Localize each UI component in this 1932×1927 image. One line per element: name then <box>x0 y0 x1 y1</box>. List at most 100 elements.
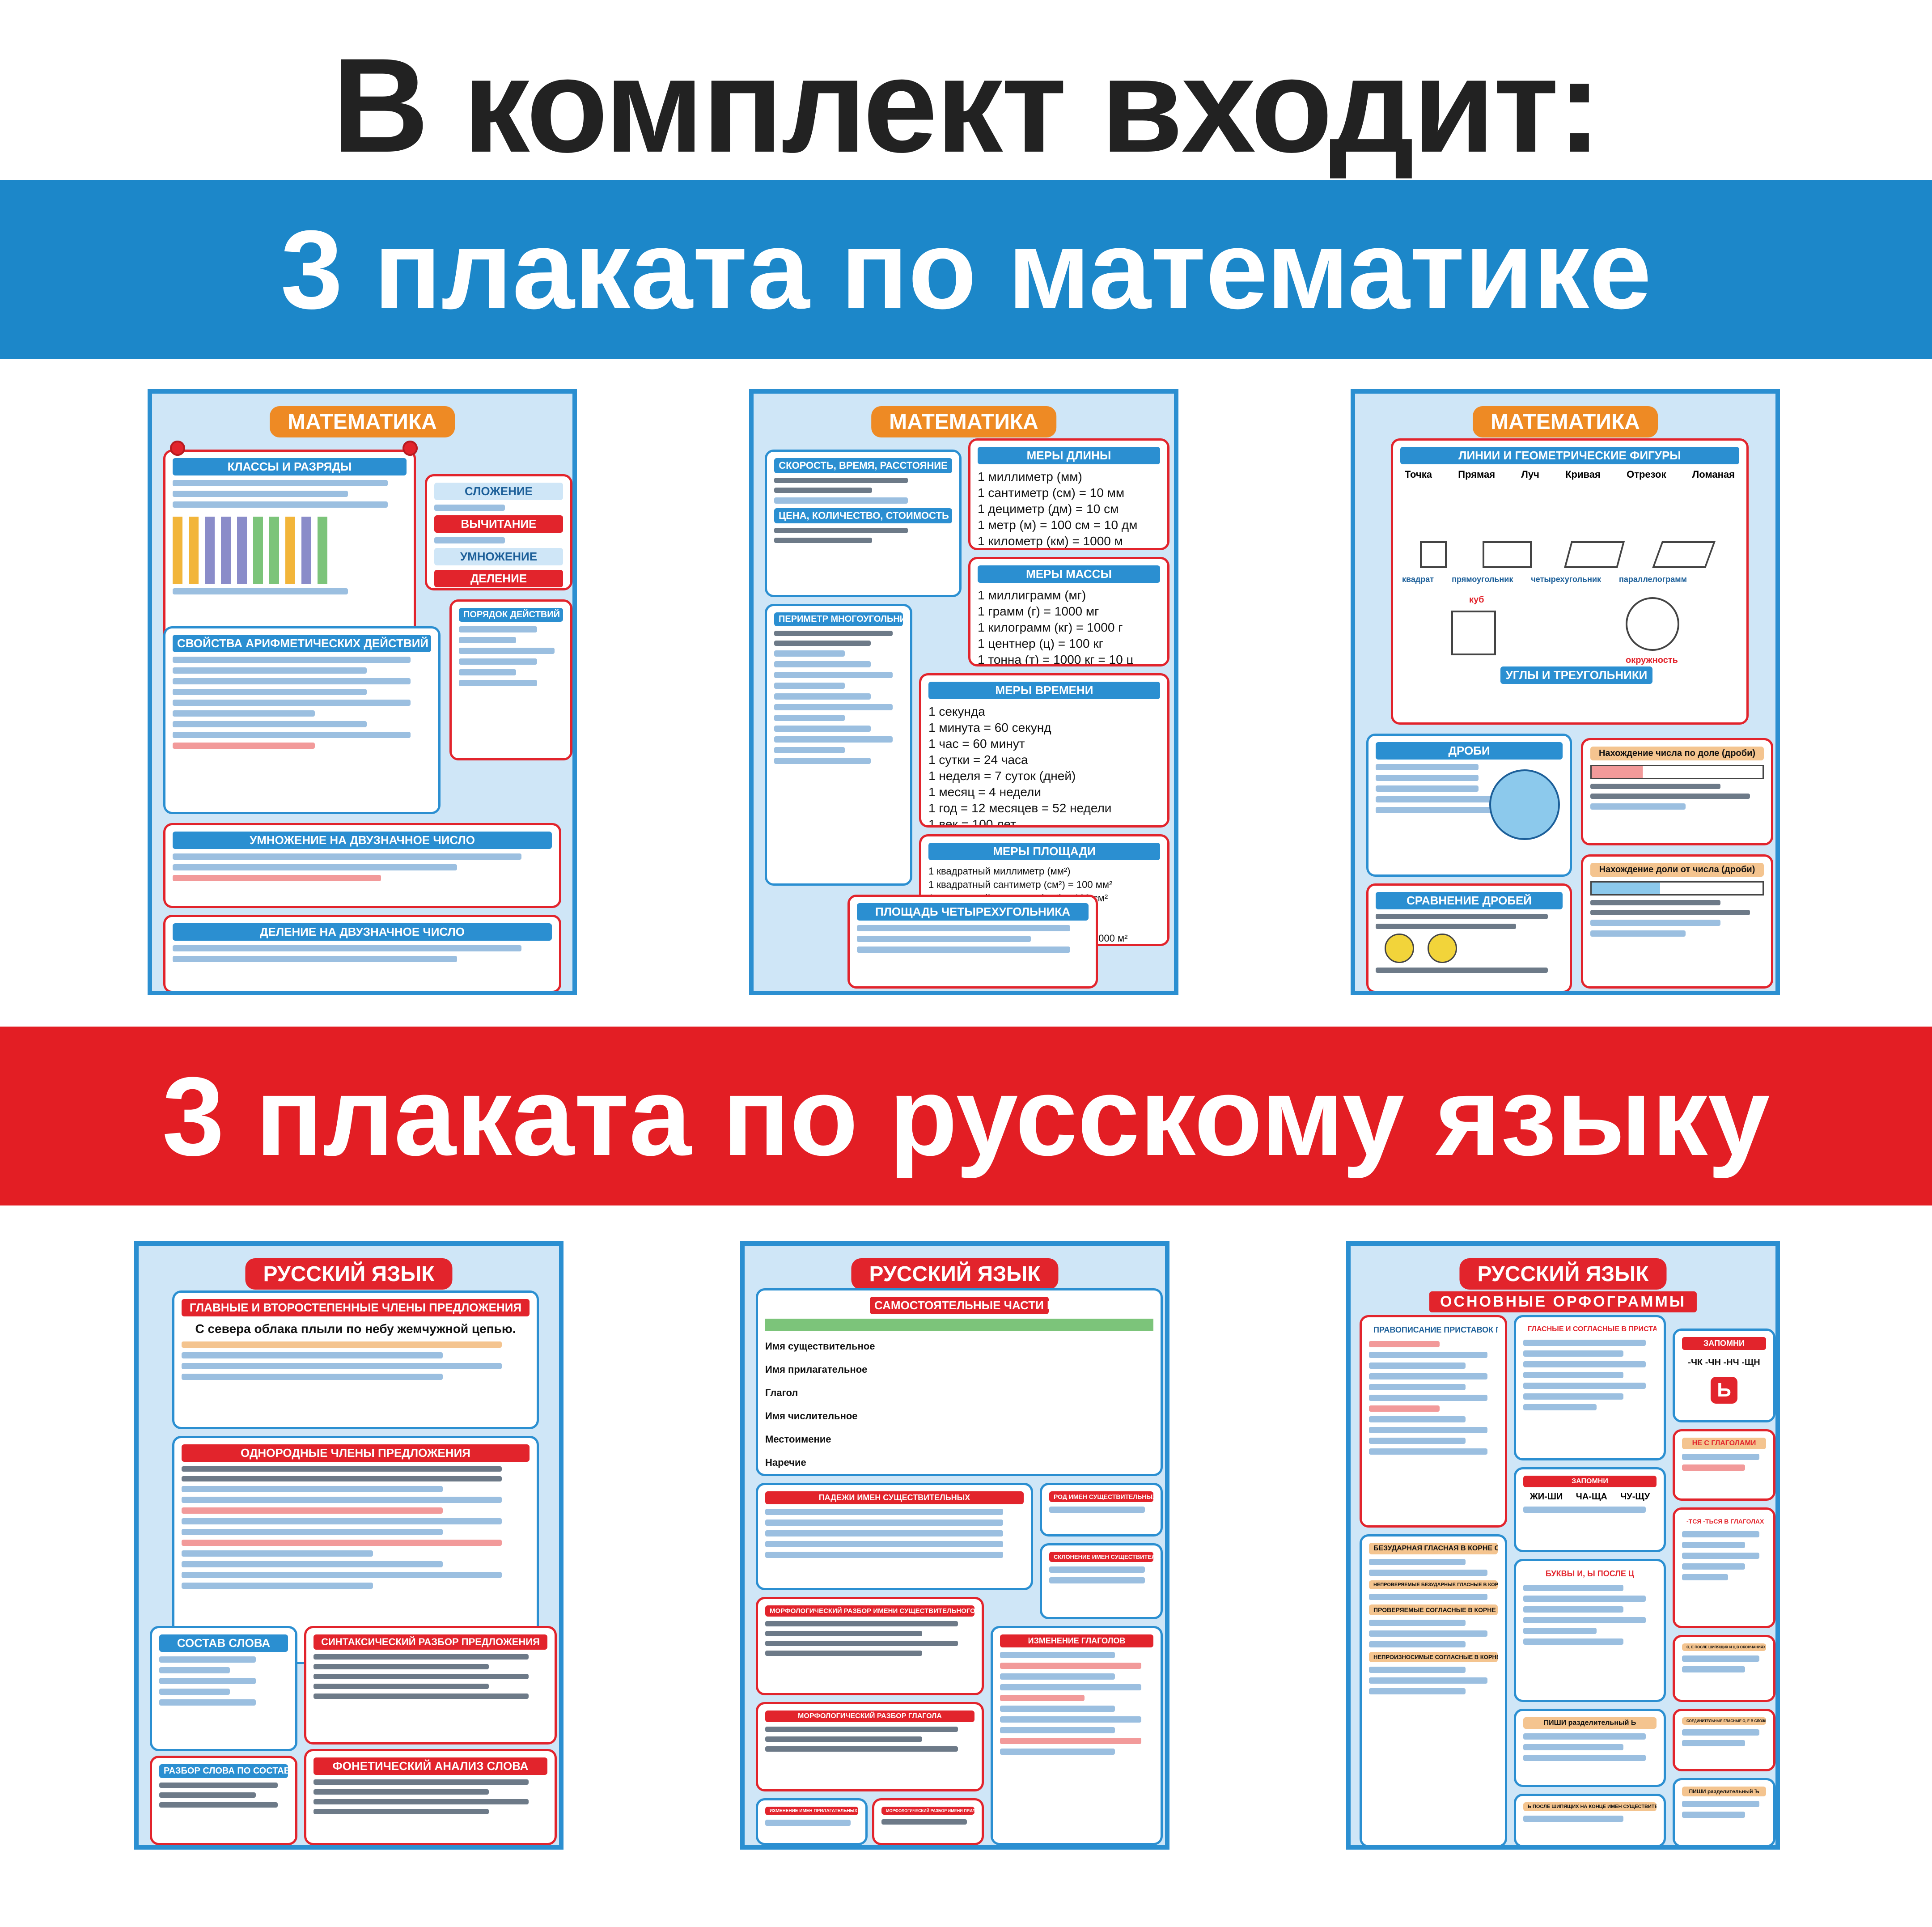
card-heading: ЗАПОМНИ <box>1682 1337 1766 1350</box>
card-order: ПОРЯДОК ДЕЙСТВИЙ <box>449 599 572 760</box>
part-of-speech: Имя числительное <box>765 1410 858 1422</box>
card-memo: ЗАПОМНИ -ЧК -ЧН -НЧ -ЩН Ь <box>1673 1329 1775 1422</box>
card-heading: СРАВНЕНИЕ ДРОБЕЙ <box>1376 892 1563 909</box>
card-find-number: Нахождение числа по доле (дроби) <box>1581 738 1773 845</box>
card-i-y-after-ts: БУКВЫ И, Ы ПОСЛЕ Ц <box>1514 1559 1666 1702</box>
shape-label: куб <box>1469 595 1484 605</box>
card-perimeter: ПЕРИМЕТР МНОГОУГОЛЬНИКА <box>765 604 912 886</box>
poster-title: РУССКИЙ ЯЗЫК <box>1459 1258 1667 1290</box>
card-heading: ПАДЕЖИ ИМЕН СУЩЕСТВИТЕЛЬНЫХ <box>765 1491 1024 1504</box>
card-word-parse: РАЗБОР СЛОВА ПО СОСТАВУ <box>150 1756 297 1845</box>
figure-label: Точка <box>1405 469 1432 480</box>
figure-label: Луч <box>1521 469 1539 480</box>
part-of-speech: Глагол <box>765 1387 798 1398</box>
card-fractions: ДРОБИ <box>1366 734 1572 877</box>
card-properties: СВОЙСТВА АРИФМЕТИЧЕСКИХ ДЕЙСТВИЙ <box>163 626 441 814</box>
memo-syllable: ЧУ-ЩУ <box>1620 1492 1650 1502</box>
card-prefix-letters: ГЛАСНЫЕ И СОГЛАСНЫЕ В ПРИСТАВКАХ <box>1514 1315 1666 1460</box>
card-heading: НЕПРОВЕРЯЕМЫЕ БЕЗУДАРНЫЕ ГЛАСНЫЕ В КОРНЕ… <box>1369 1580 1498 1589</box>
card-heading: СОЕДИНИТЕЛЬНЫЕ ГЛАСНЫЕ О, Е В СЛОЖНЫХ СЛ… <box>1682 1717 1766 1725</box>
card-heading: ДЕЛЕНИЕ <box>434 570 563 587</box>
card-soft-sign: ПИШИ разделительный Ь <box>1514 1709 1666 1787</box>
card-heading: БУКВЫ И, Ы ПОСЛЕ Ц <box>1523 1567 1657 1580</box>
card-heading: -ТСЯ -ТЬСЯ В ГЛАГОЛАХ <box>1682 1516 1766 1527</box>
card-heading: ИЗМЕНЕНИЕ ИМЕН ПРИЛАГАТЕЛЬНЫХ <box>765 1807 858 1815</box>
time-line: 1 минута = 60 секунд <box>928 721 1051 734</box>
card-heading: РОД ИМЕН СУЩЕСТВИТЕЛЬНЫХ <box>1049 1491 1153 1502</box>
card-find-part: Нахождение доли от числа (дроби) <box>1581 854 1773 989</box>
poster-title: РУССКИЙ ЯЗЫК <box>245 1258 453 1290</box>
card-heading: СКОРОСТЬ, ВРЕМЯ, РАССТОЯНИЕ <box>774 458 952 473</box>
card-heading: СВОЙСТВА АРИФМЕТИЧЕСКИХ ДЕЙСТВИЙ <box>173 635 431 652</box>
card-heading: СЛОЖЕНИЕ <box>434 483 563 500</box>
card-heading: Ь ПОСЛЕ ШИПЯЩИХ НА КОНЦЕ ИМЕН СУЩЕСТВИТЕ… <box>1523 1802 1657 1811</box>
card-verb-change: ИЗМЕНЕНИЕ ГЛАГОЛОВ <box>991 1626 1163 1845</box>
card-heading: ПРАВОПИСАНИЕ ПРИСТАВОК ПРЕ- ПРИ- <box>1369 1324 1498 1337</box>
card-length: МЕРЫ ДЛИНЫ 1 миллиметр (мм) 1 сантиметр … <box>968 438 1169 550</box>
card-heading: ЦЕНА, КОЛИЧЕСТВО, СТОИМОСТЬ <box>774 508 952 523</box>
card-divide: ДЕЛЕНИЕ НА ДВУЗНАЧНОЕ ЧИСЛО <box>163 915 561 991</box>
card-parts-of-speech: САМОСТОЯТЕЛЬНЫЕ ЧАСТИ РЕЧИ Имя существит… <box>756 1288 1163 1476</box>
poster-title: МАТЕМАТИКА <box>871 406 1056 437</box>
shape-label: окружность <box>1626 655 1678 665</box>
card-phonetic: ФОНЕТИЧЕСКИЙ АНАЛИЗ СЛОВА <box>304 1749 557 1845</box>
card-heading: УМНОЖЕНИЕ <box>434 548 563 565</box>
mass-line: 1 килограмм (кг) = 1000 г <box>978 620 1123 634</box>
math-poster-2: МАТЕМАТИКА СКОРОСТЬ, ВРЕМЯ, РАССТОЯНИЕ Ц… <box>749 389 1178 995</box>
time-line: 1 век = 100 лет <box>928 817 1016 828</box>
russian-poster-2: РУССКИЙ ЯЗЫК САМОСТОЯТЕЛЬНЫЕ ЧАСТИ РЕЧИ … <box>740 1241 1169 1850</box>
card-heading: БЕЗУДАРНАЯ ГЛАСНАЯ В КОРНЕ СЛОВА <box>1369 1543 1498 1554</box>
card-classes: КЛАССЫ И РАЗРЯДЫ <box>163 450 416 644</box>
card-heading: ФОНЕТИЧЕСКИЙ АНАЛИЗ СЛОВА <box>314 1757 547 1775</box>
card-heading: НЕПРОИЗНОСИМЫЕ СОГЛАСНЫЕ В КОРНЕ СЛОВА <box>1369 1652 1498 1662</box>
russian-band: 3 плаката по русскому языку <box>0 1027 1932 1205</box>
area-line: 1 квадратный миллиметр (мм²) <box>928 866 1071 877</box>
card-syntax: СИНТАКСИЧЕСКИЙ РАЗБОР ПРЕДЛОЖЕНИЯ <box>304 1626 557 1744</box>
card-operations: СЛОЖЕНИЕ ВЫЧИТАНИЕ УМНОЖЕНИЕ ДЕЛЕНИЕ <box>425 474 572 590</box>
card-heading: НЕ С ГЛАГОЛАМИ <box>1682 1438 1766 1449</box>
memo-syllable: ЖИ-ШИ <box>1530 1492 1563 1502</box>
card-heading: ПЛОЩАДЬ ЧЕТЫРЕХУГОЛЬНИКА <box>857 903 1089 921</box>
length-line: 1 километр (км) = 1000 м <box>978 534 1123 548</box>
card-members: ГЛАВНЫЕ И ВТОРОСТЕПЕННЫЕ ЧЛЕНЫ ПРЕДЛОЖЕН… <box>172 1290 539 1429</box>
card-heading: Нахождение доли от числа (дроби) <box>1590 863 1764 877</box>
card-heading: МОРФОЛОГИЧЕСКИЙ РАЗБОР ИМЕНИ ПРИЛАГАТЕЛЬ… <box>881 1807 974 1815</box>
card-heading: МОРФОЛОГИЧЕСКИЙ РАЗБОР ГЛАГОЛА <box>765 1711 974 1722</box>
card-declension: СКЛОНЕНИЕ ИМЕН СУЩЕСТВИТЕЛЬНЫХ <box>1040 1543 1163 1619</box>
area-line: 1 квадратный сантиметр (см²) = 100 мм² <box>928 879 1113 890</box>
card-heading: ГЛАВНЫЕ И ВТОРОСТЕПЕННЫЕ ЧЛЕНЫ ПРЕДЛОЖЕН… <box>182 1299 530 1316</box>
part-of-speech: Наречие <box>765 1457 806 1468</box>
poster-title: РУССКИЙ ЯЗЫК <box>851 1258 1059 1290</box>
card-heading: ГЛАСНЫЕ И СОГЛАСНЫЕ В ПРИСТАВКАХ <box>1523 1324 1657 1335</box>
mass-line: 1 тонна (т) = 1000 кг = 10 ц <box>978 653 1134 666</box>
headline: В комплект входит: <box>332 30 1602 180</box>
card-heading: ЗАПОМНИ <box>1523 1476 1657 1487</box>
memo-syllable: ЧА-ЩА <box>1576 1492 1607 1502</box>
figure-label: Прямая <box>1458 469 1496 480</box>
figure-label: Отрезок <box>1627 469 1666 480</box>
card-cases: ПАДЕЖИ ИМЕН СУЩЕСТВИТЕЛЬНЫХ <box>756 1483 1033 1590</box>
card-ne-verbs: НЕ С ГЛАГОЛАМИ <box>1673 1429 1775 1501</box>
math-poster-1: МАТЕМАТИКА КЛАССЫ И РАЗРЯДЫ СЛОЖЕНИЕ ВЫЧ… <box>148 389 577 995</box>
card-heading: ЛИНИИ И ГЕОМЕТРИЧЕСКИЕ ФИГУРЫ <box>1400 447 1739 464</box>
card-heading: САМОСТОЯТЕЛЬНЫЕ ЧАСТИ РЕЧИ <box>870 1297 1049 1314</box>
card-heading: ОДНОРОДНЫЕ ЧЛЕНЫ ПРЕДЛОЖЕНИЯ <box>182 1444 530 1462</box>
card-adjective-change: ИЗМЕНЕНИЕ ИМЕН ПРИЛАГАТЕЛЬНЫХ <box>756 1798 868 1845</box>
card-o-e-sibilants: О, Е ПОСЛЕ ШИПЯЩИХ И Ц В ОКОНЧАНИЯХ ИМЕН… <box>1673 1635 1775 1702</box>
mass-line: 1 миллиграмм (мг) <box>978 588 1086 602</box>
card-heading: СКЛОНЕНИЕ ИМЕН СУЩЕСТВИТЕЛЬНЫХ <box>1049 1552 1153 1562</box>
card-heading: ПОРЯДОК ДЕЙСТВИЙ <box>459 608 563 622</box>
card-connecting-vowels: СОЕДИНИТЕЛЬНЫЕ ГЛАСНЫЕ О, Е В СЛОЖНЫХ СЛ… <box>1673 1709 1775 1771</box>
figure-label: Кривая <box>1565 469 1601 480</box>
card-time: МЕРЫ ВРЕМЕНИ 1 секунда 1 минута = 60 сек… <box>919 673 1169 828</box>
figure-label: Ломаная <box>1692 469 1735 480</box>
card-heading: РАЗБОР СЛОВА ПО СОСТАВУ <box>159 1764 288 1778</box>
card-tsya: -ТСЯ -ТЬСЯ В ГЛАГОЛАХ <box>1673 1507 1775 1628</box>
math-poster-3: МАТЕМАТИКА ЛИНИИ И ГЕОМЕТРИЧЕСКИЕ ФИГУРЫ… <box>1351 389 1780 995</box>
length-line: 1 метр (м) = 100 см = 10 дм <box>978 518 1138 532</box>
card-heading: МОРФОЛОГИЧЕСКИЙ РАЗБОР ИМЕНИ СУЩЕСТВИТЕЛ… <box>765 1605 974 1617</box>
russian-poster-1: РУССКИЙ ЯЗЫК ГЛАВНЫЕ И ВТОРОСТЕПЕННЫЕ ЧЛ… <box>134 1241 564 1850</box>
part-of-speech: Имя существительное <box>765 1341 875 1352</box>
card-quad-area: ПЛОЩАДЬ ЧЕТЫРЕХУГОЛЬНИКА <box>847 895 1098 989</box>
card-figures: ЛИНИИ И ГЕОМЕТРИЧЕСКИЕ ФИГУРЫ Точка Прям… <box>1391 438 1749 725</box>
